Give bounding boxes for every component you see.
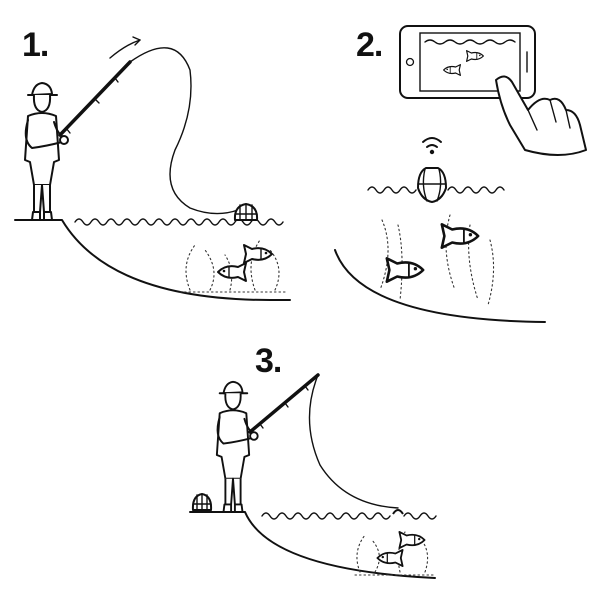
cast-arrow-icon <box>109 39 141 59</box>
sonar-buoy-icon <box>417 167 447 203</box>
step-3-number: 3. <box>255 342 282 380</box>
fish-icon <box>376 549 404 567</box>
step-1-number: 1. <box>22 26 49 64</box>
sonar-buoy-icon <box>233 203 259 221</box>
smartphone-icon <box>399 25 536 99</box>
lakebed-curve <box>189 511 436 579</box>
fisherman-icon <box>24 82 69 221</box>
water-surface <box>74 218 284 226</box>
fish-icon <box>385 256 425 284</box>
fish-icon <box>217 262 247 282</box>
lakebed-curve <box>14 219 291 301</box>
step-2-number: 2. <box>356 26 383 64</box>
fish-icon <box>398 531 426 549</box>
bobber-icon <box>392 509 404 515</box>
fishing-line <box>129 47 239 215</box>
fisherman-icon <box>215 380 259 513</box>
fish-icon <box>440 223 480 249</box>
fishing-rod-icon <box>248 373 320 434</box>
step-3-scene <box>189 373 437 579</box>
lakebed-curve <box>334 249 546 323</box>
hand-icon <box>495 75 587 156</box>
fishing-line <box>308 374 399 509</box>
sonar-buoy-icon <box>191 493 213 511</box>
step-2-scene <box>334 25 587 323</box>
wifi-icon <box>422 137 442 155</box>
fish-icon <box>243 244 273 264</box>
step-1-scene <box>14 36 291 301</box>
